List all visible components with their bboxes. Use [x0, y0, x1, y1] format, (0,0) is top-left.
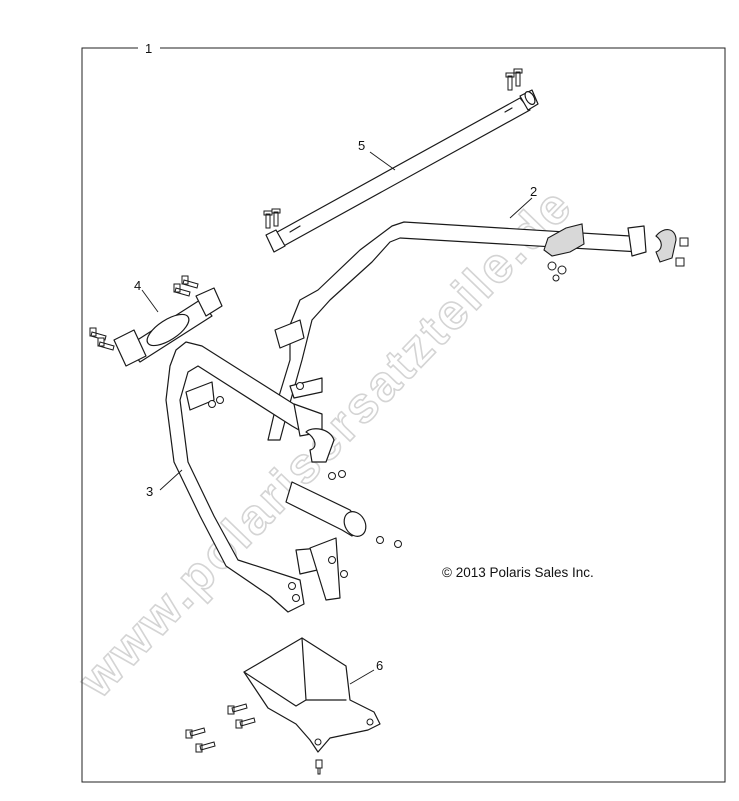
callout-3: 3: [146, 484, 153, 499]
front-bar: [165, 341, 402, 613]
diagram-frame: [81, 47, 726, 783]
upper-brace: [89, 275, 223, 367]
callout-2: 2: [530, 184, 537, 199]
callout-6: 6: [376, 658, 383, 673]
rear-brace-tube: [263, 68, 539, 253]
bracket: [185, 637, 381, 775]
callout-5: 5: [358, 138, 365, 153]
callout-4: 4: [134, 278, 141, 293]
copyright-notice: © 2013 Polaris Sales Inc.: [442, 565, 594, 580]
upper-bar: [267, 221, 689, 441]
callout-1: 1: [145, 41, 152, 56]
